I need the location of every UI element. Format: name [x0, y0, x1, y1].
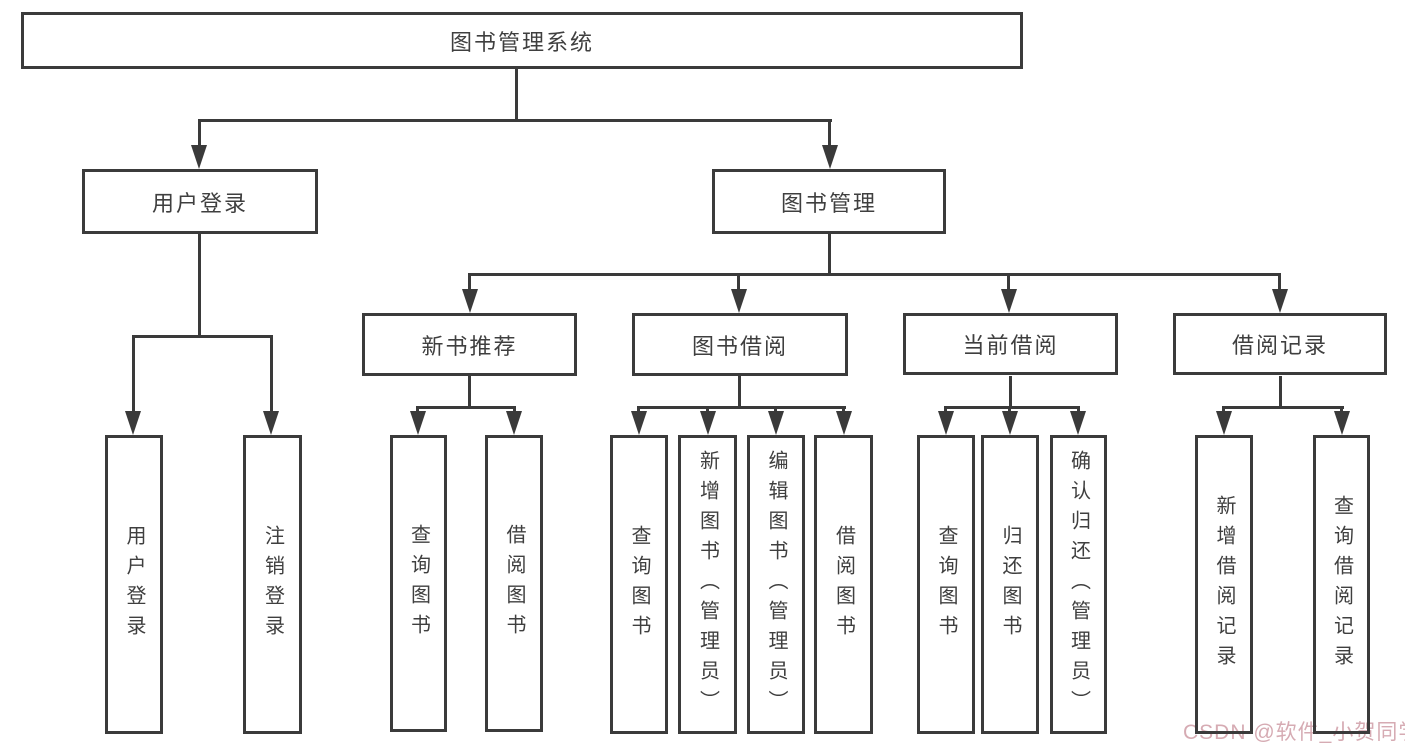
leaf-add-borrow-record: 新增借阅记录 — [1195, 435, 1253, 734]
connector-line — [1222, 406, 1225, 413]
arrow-down-icon — [263, 411, 279, 435]
node-label: 查询图书 — [628, 524, 650, 645]
arrow-down-icon — [410, 411, 426, 435]
arrow-down-icon — [1216, 411, 1232, 435]
arrow-down-icon — [836, 411, 852, 435]
connector-line — [468, 273, 1281, 276]
connector-line — [828, 119, 831, 147]
connector-line — [416, 406, 516, 409]
node-label: 归还图书 — [999, 524, 1021, 645]
connector-line — [637, 406, 846, 409]
connector-line — [132, 335, 135, 413]
leaf-add-books-admin: 新增图书（管理员） — [678, 435, 737, 734]
arrow-down-icon — [731, 289, 747, 313]
node-label: 新增借阅记录 — [1213, 494, 1235, 675]
connector-line — [737, 273, 740, 291]
leaf-query-books-recommend: 查询图书 — [390, 435, 447, 732]
connector-line — [944, 406, 947, 413]
node-label: 图书管理 — [780, 190, 877, 216]
node-label: 确认归还（管理员） — [1067, 449, 1090, 720]
connector-line — [513, 406, 516, 413]
node-label: 图书管理系统 — [449, 29, 594, 55]
connector-line — [1007, 273, 1010, 291]
connector-line — [198, 119, 201, 147]
leaf-query-borrow-record: 查询借阅记录 — [1313, 435, 1370, 734]
arrow-down-icon — [822, 145, 838, 169]
connector-line — [468, 376, 471, 406]
node-label: 借阅图书 — [503, 523, 525, 644]
node-label: 查询图书 — [407, 523, 430, 644]
leaf-return-books: 归还图书 — [981, 435, 1039, 734]
arrow-down-icon — [1334, 411, 1350, 435]
node-label: 图书借阅 — [691, 333, 788, 359]
node-label: 当前借阅 — [962, 333, 1059, 358]
arrow-down-icon — [1002, 411, 1018, 435]
connector-line — [706, 406, 709, 413]
leaf-logout: 注销登录 — [243, 435, 302, 734]
node-label: 注销登录 — [261, 524, 284, 645]
arrow-down-icon — [506, 411, 522, 435]
node-book-borrow: 图书借阅 — [632, 313, 848, 376]
arrow-down-icon — [1001, 289, 1017, 313]
arrow-down-icon — [1070, 411, 1086, 435]
leaf-query-books-borrow: 查询图书 — [610, 435, 668, 734]
node-user-login: 用户登录 — [82, 169, 318, 234]
node-label: 查询图书 — [935, 524, 957, 645]
node-label: 用户登录 — [151, 190, 248, 216]
node-label: 用户登录 — [123, 524, 145, 645]
connector-line — [842, 406, 845, 413]
arrow-down-icon — [700, 411, 716, 435]
connector-line — [944, 406, 1080, 409]
arrow-down-icon — [631, 411, 647, 435]
connector-line — [1077, 406, 1080, 413]
node-label: 新书推荐 — [421, 333, 518, 359]
connector-line — [515, 68, 518, 119]
connector-line — [738, 376, 741, 406]
connector-line — [637, 406, 640, 413]
connector-line — [1008, 406, 1011, 413]
node-book-management: 图书管理 — [712, 169, 946, 234]
connector-line — [1009, 376, 1012, 406]
node-label: 借阅记录 — [1231, 333, 1328, 358]
leaf-borrow-books-recommend: 借阅图书 — [485, 435, 543, 732]
arrow-down-icon — [1272, 289, 1288, 313]
csdn-watermark: CSDN @软件_小贺同学 — [1183, 721, 1405, 744]
connector-line — [1278, 273, 1281, 291]
node-new-book-recommend: 新书推荐 — [362, 313, 577, 376]
connector-line — [416, 406, 419, 413]
leaf-borrow-books: 借阅图书 — [814, 435, 873, 734]
node-borrow-records: 借阅记录 — [1173, 313, 1387, 375]
connector-line — [1222, 406, 1344, 409]
connector-line — [132, 335, 273, 338]
connector-line — [468, 273, 471, 291]
connector-line — [198, 233, 201, 335]
leaf-edit-books-admin: 编辑图书（管理员） — [747, 435, 805, 734]
node-root: 图书管理系统 — [21, 12, 1023, 69]
connector-line — [1340, 406, 1343, 413]
node-label: 借阅图书 — [832, 524, 855, 645]
connector-line — [270, 335, 273, 413]
connector-line — [828, 233, 831, 273]
arrow-down-icon — [938, 411, 954, 435]
connector-line — [198, 119, 832, 122]
connector-line — [774, 406, 777, 413]
leaf-query-books-current: 查询图书 — [917, 435, 975, 734]
node-label: 编辑图书（管理员） — [765, 449, 787, 720]
arrow-down-icon — [191, 145, 207, 169]
leaf-user-login: 用户登录 — [105, 435, 163, 734]
node-current-borrow: 当前借阅 — [903, 313, 1118, 375]
leaf-confirm-return-admin: 确认归还（管理员） — [1050, 435, 1107, 734]
node-label: 新增图书（管理员） — [696, 449, 719, 720]
arrow-down-icon — [125, 411, 141, 435]
connector-line — [1279, 376, 1282, 406]
arrow-down-icon — [462, 289, 478, 313]
node-label: 查询借阅记录 — [1330, 494, 1353, 675]
arrow-down-icon — [768, 411, 784, 435]
